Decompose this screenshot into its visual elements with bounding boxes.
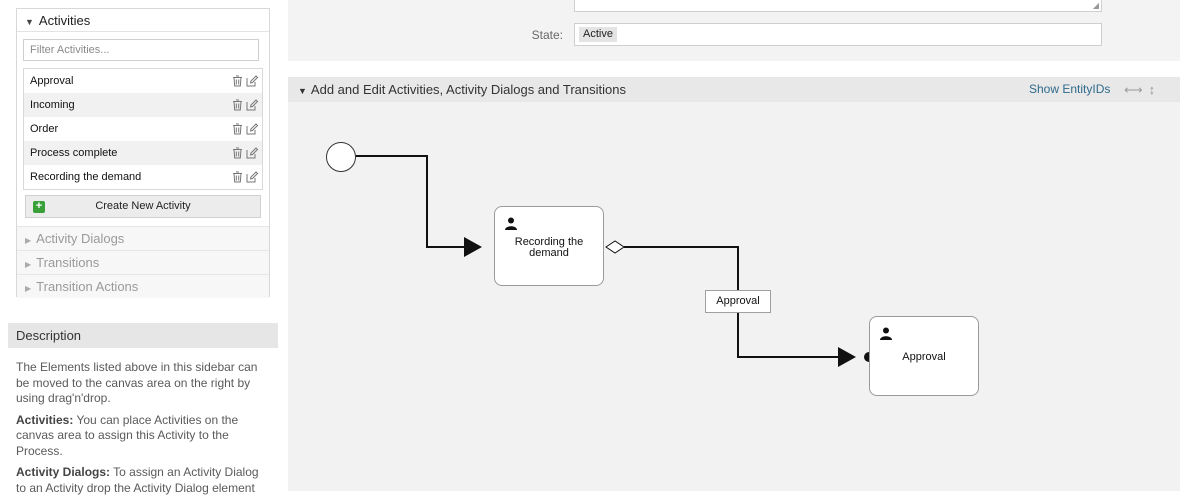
state-value: Active — [579, 27, 617, 42]
plus-icon: + — [33, 201, 45, 213]
activities-term: Activities: — [16, 412, 74, 427]
filter-activities-input[interactable] — [23, 39, 259, 61]
triangle-right-icon: ▶ — [25, 260, 32, 269]
list-item[interactable]: Process complete — [24, 141, 262, 165]
activities-header[interactable]: ▼ Activities — [17, 9, 269, 32]
activity-node-label: Approval — [902, 351, 946, 363]
start-connection — [356, 155, 466, 248]
transitions-label: Transitions — [36, 255, 100, 270]
triangle-right-icon: ▶ — [25, 236, 32, 245]
transition-label[interactable]: Approval — [705, 290, 771, 313]
diamond-source-icon — [605, 240, 625, 254]
activity-label: Recording the demand — [30, 171, 142, 183]
trash-icon[interactable] — [232, 99, 243, 111]
description-intro: The Elements listed above in this sideba… — [16, 360, 258, 405]
edit-icon[interactable] — [246, 75, 258, 87]
list-item[interactable]: Incoming — [24, 93, 262, 117]
activity-dialogs-header[interactable]: ▶ Activity Dialogs — [17, 226, 269, 250]
canvas-header-title: Add and Edit Activities, Activity Dialog… — [310, 82, 626, 97]
trash-icon[interactable] — [232, 147, 243, 159]
triangle-right-icon: ▶ — [25, 284, 32, 293]
vertical-resize-icon[interactable]: ↕ — [1148, 82, 1162, 97]
activity-node-recording[interactable]: Recording the demand — [494, 206, 604, 286]
transition-actions-header[interactable]: ▶ Transition Actions — [17, 274, 269, 298]
activity-dialogs-label: Activity Dialogs — [36, 231, 125, 246]
process-description-textarea[interactable]: ◢ — [574, 0, 1102, 12]
user-icon — [505, 217, 517, 230]
activities-header-label: Activities — [38, 13, 91, 28]
edit-icon[interactable] — [246, 123, 258, 135]
activity-label: Incoming — [30, 99, 75, 111]
list-item[interactable]: Order — [24, 117, 262, 141]
description-body: The Elements listed above in this sideba… — [16, 360, 266, 502]
activity-node-label: Recording the demand — [514, 236, 584, 259]
state-select[interactable]: Active — [574, 23, 1102, 46]
process-canvas[interactable]: Recording the demand Approval Approval — [288, 102, 1180, 491]
activity-node-approval[interactable]: Approval — [869, 316, 979, 396]
arrow-head-icon — [838, 347, 856, 367]
activity-label: Order — [30, 123, 59, 135]
edit-icon[interactable] — [246, 171, 258, 183]
transitions-header[interactable]: ▶ Transitions — [17, 250, 269, 274]
activity-label: Approval — [30, 75, 74, 87]
user-icon — [880, 327, 892, 340]
activity-list: Approval Incoming Order Process complete — [23, 68, 263, 190]
description-header: Description — [8, 323, 278, 348]
description-activities: Activities: You can place Activities on … — [16, 413, 266, 460]
activity-label: Process complete — [30, 147, 118, 159]
dialogs-term: Activity Dialogs: — [16, 465, 111, 479]
activities-text: You can place Activities on the canvas a… — [16, 412, 239, 458]
list-item[interactable]: Approval — [24, 69, 262, 93]
transition-actions-label: Transition Actions — [36, 279, 139, 294]
edit-icon[interactable] — [246, 99, 258, 111]
triangle-down-icon: ▼ — [25, 17, 34, 27]
state-label: State: — [531, 28, 563, 42]
resize-grip-icon[interactable]: ◢ — [1092, 1, 1099, 10]
start-event[interactable] — [326, 142, 356, 172]
edit-icon[interactable] — [246, 147, 258, 159]
create-new-activity-button[interactable]: + Create New Activity — [25, 195, 261, 218]
activities-accordion: ▼ Activities Approval Incoming Order — [16, 8, 270, 298]
arrow-head-icon — [464, 237, 482, 257]
description-dialogs: Activity Dialogs: To assign an Activity … — [16, 465, 266, 496]
create-new-activity-label: Create New Activity — [95, 200, 191, 212]
trash-icon[interactable] — [232, 171, 243, 183]
collapsed-sections: ▶ Activity Dialogs ▶ Transitions ▶ Transiti… — [17, 226, 269, 298]
list-item[interactable]: Recording the demand — [24, 165, 262, 189]
process-info-panel: ◢ State: Active — [288, 0, 1180, 61]
trash-icon[interactable] — [232, 75, 243, 87]
trash-icon[interactable] — [232, 123, 243, 135]
horizontal-resize-icon[interactable]: ⟷ — [1124, 82, 1149, 97]
canvas-header[interactable]: ▼Add and Edit Activities, Activity Dialo… — [288, 77, 1180, 102]
triangle-down-icon: ▼ — [298, 86, 307, 96]
show-entity-ids-link[interactable]: Show EntityIDs — [1029, 82, 1111, 96]
